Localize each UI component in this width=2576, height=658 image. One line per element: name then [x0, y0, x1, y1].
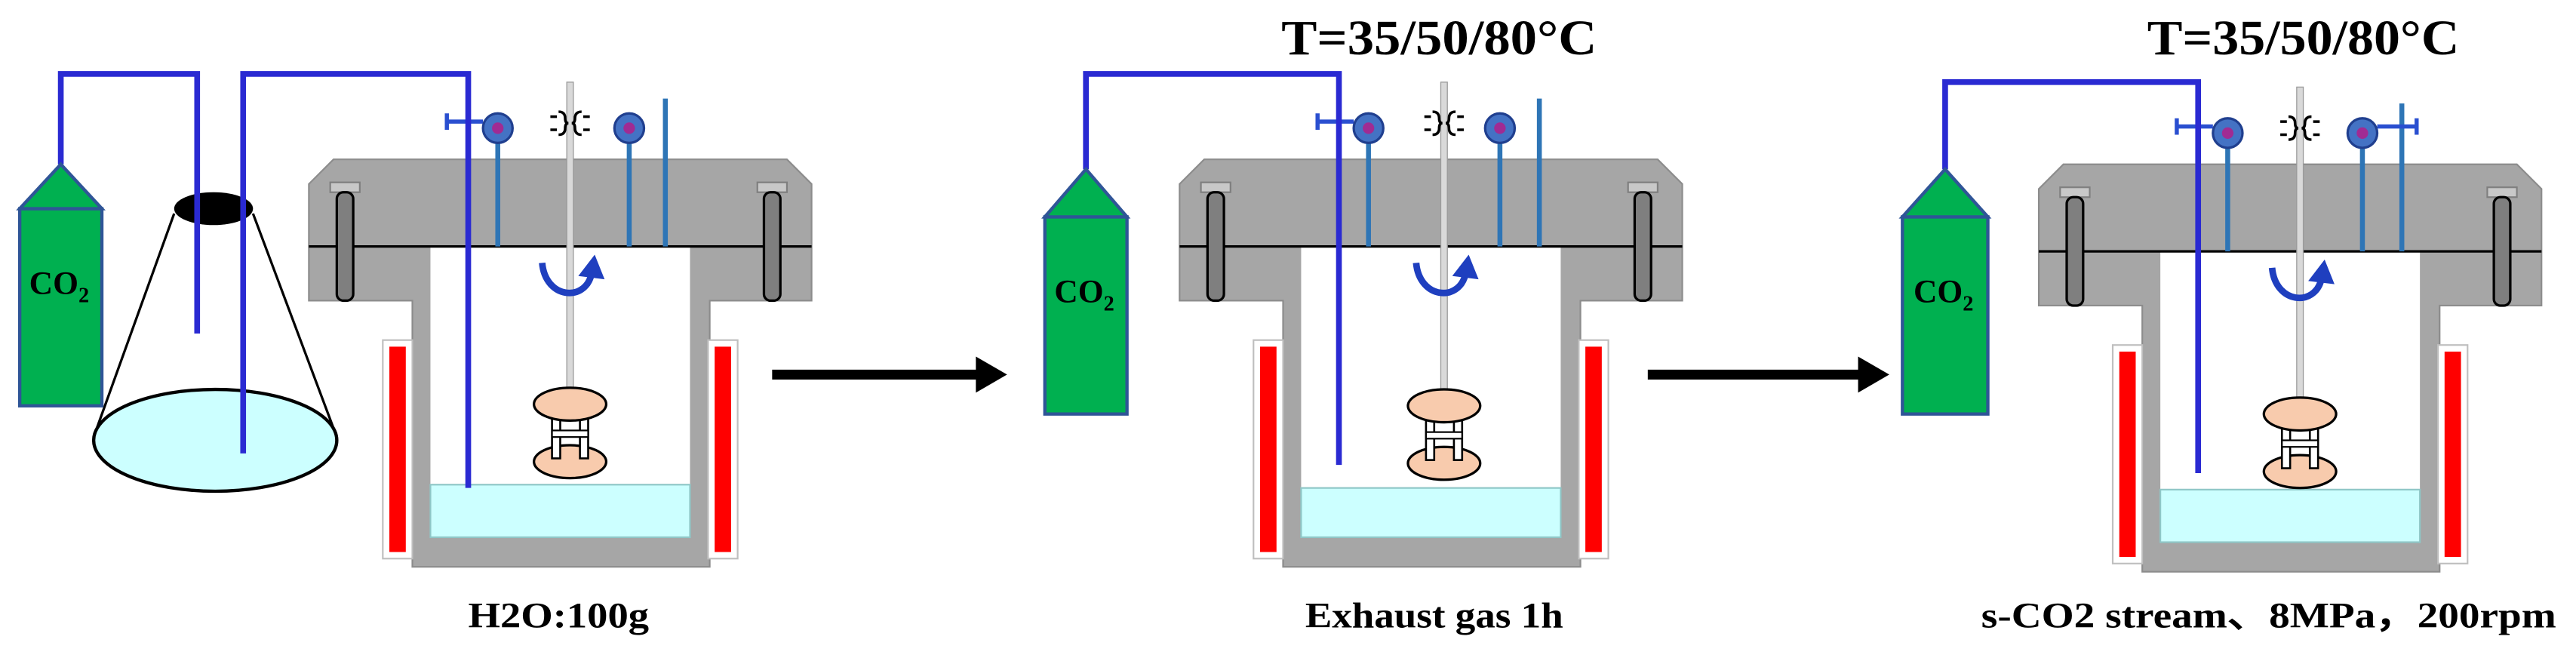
impeller-crossbar — [551, 429, 589, 438]
caption-stage-3: s-CO2 stream、8MPa，200rpm — [1981, 596, 2556, 636]
reactor-water — [2159, 488, 2421, 543]
bolt-right — [1633, 191, 1652, 303]
cylinder-top — [1898, 166, 1992, 219]
cylinder-body — [17, 207, 104, 407]
coupling-icon — [550, 110, 590, 137]
impeller-top-disc — [2262, 396, 2338, 432]
rotation-arrow-icon — [1412, 262, 1469, 297]
heater-left — [1259, 346, 1277, 552]
cylinder-body — [1043, 215, 1129, 416]
arrow-head — [976, 356, 1007, 393]
valve-left-core — [2221, 127, 2234, 139]
flask-water — [91, 387, 339, 494]
rotation-arrowhead-icon — [578, 254, 605, 280]
caption-stage-2: Exhaust gas 1h — [1305, 596, 1563, 636]
cylinder-label-subscript: 2 — [1963, 293, 1973, 316]
gas-line-flask-to-reactor — [240, 71, 472, 488]
bolt-left — [1206, 191, 1225, 303]
co2-cylinder-stage-3: CO2 — [1898, 166, 1992, 416]
cylinder-top — [16, 161, 106, 211]
impeller-crossbar — [2281, 439, 2319, 448]
heater-right — [715, 346, 731, 552]
impeller-bottom-disc — [1406, 445, 1482, 481]
cylinder-label-subscript: 2 — [78, 284, 89, 308]
valve-right-core — [2356, 127, 2369, 139]
process-arrow-2 — [1647, 356, 1889, 393]
gas-line-cylinder-to-reactor-2 — [1083, 71, 1342, 466]
reactor-stage-2 — [1179, 81, 1683, 568]
reactor-water — [429, 484, 691, 539]
coupling-icon — [1424, 110, 1464, 137]
reactor-water — [1300, 487, 1562, 539]
rotation-arrow-icon — [2268, 267, 2325, 302]
cylinder-body — [1901, 215, 1990, 416]
rotation-arrow-icon — [539, 262, 595, 297]
reactor-stage-1 — [308, 81, 813, 568]
cylinder-label: CO2 — [1914, 274, 1973, 316]
stirrer-shaft — [2296, 86, 2304, 410]
flask-stopper — [174, 192, 254, 226]
cylinder-label-main: CO — [1054, 274, 1103, 310]
co2-cylinder-stage-1: CO2 — [16, 161, 106, 407]
reactor-stage-3 — [2037, 86, 2543, 573]
impeller-top-disc — [532, 386, 608, 423]
caption-stage-1: H2O:100g — [469, 596, 650, 636]
stirrer-shaft — [1440, 81, 1448, 405]
flask-wall-left — [92, 213, 176, 438]
bolt-cap-right — [2486, 186, 2518, 198]
bolt-cap-left — [329, 181, 361, 193]
impeller-bottom-disc — [532, 444, 608, 480]
cylinder-label: CO2 — [1054, 274, 1114, 316]
impeller-bottom-disc — [2262, 454, 2338, 490]
impeller-crossbar — [1425, 431, 1463, 440]
bolt-cap-right — [756, 181, 788, 193]
temperature-label-stage-2: T=35/50/80°C — [1281, 11, 1597, 66]
impeller-top-disc — [1406, 388, 1482, 424]
cylinder-label-main: CO — [29, 266, 78, 302]
rotation-arrowhead-icon — [2308, 260, 2335, 284]
heater-right — [1585, 346, 1602, 552]
cylinder-label-subscript: 2 — [1104, 293, 1114, 316]
bolt-right — [762, 191, 782, 303]
flask-wall-right — [251, 213, 338, 438]
valve-right-core — [1494, 122, 1506, 134]
valve-left-core — [492, 122, 504, 134]
cylinder-label: CO2 — [29, 266, 89, 308]
gas-line-cylinder-to-reactor-3 — [1942, 79, 2202, 474]
valve-right-core — [623, 122, 635, 134]
bolt-cap-left — [2059, 186, 2091, 198]
stirrer-shaft — [566, 81, 574, 405]
bolt-left — [335, 191, 355, 303]
temperature-label-stage-3: T=35/50/80°C — [2147, 11, 2460, 66]
heater-right — [2444, 351, 2461, 558]
bolt-cap-right — [1627, 181, 1658, 193]
heater-left — [2119, 351, 2136, 558]
bolt-right — [2492, 195, 2512, 307]
arrow-head — [1858, 356, 1889, 393]
valve-left-core — [1363, 122, 1375, 134]
process-arrow-1 — [772, 356, 1007, 393]
humidifier-flask — [91, 192, 339, 494]
co2-cylinder-stage-2: CO2 — [1041, 166, 1131, 416]
cylinder-label-main: CO — [1914, 274, 1963, 310]
rotation-arrowhead-icon — [1452, 254, 1479, 280]
bolt-cap-left — [1200, 181, 1231, 193]
gas-line-cylinder-to-flask — [57, 71, 201, 334]
coupling-icon — [2280, 115, 2320, 141]
bolt-left — [2065, 195, 2085, 307]
heater-left — [389, 346, 406, 552]
cylinder-top — [1041, 166, 1131, 219]
